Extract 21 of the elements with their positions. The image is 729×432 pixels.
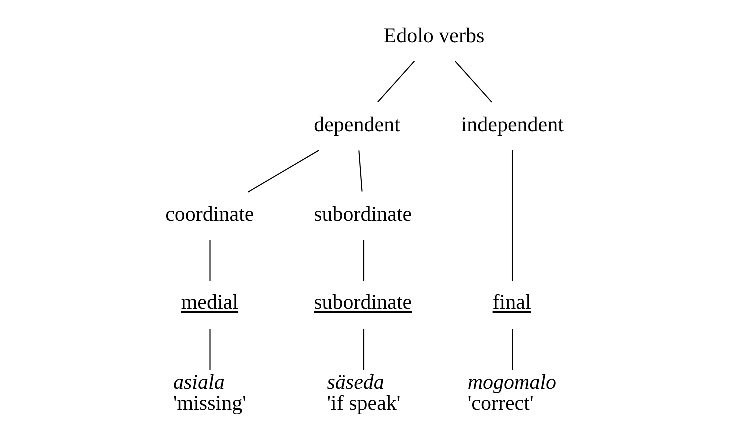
connector — [358, 150, 362, 192]
connector — [209, 329, 210, 370]
connector — [363, 329, 364, 370]
connector — [377, 61, 414, 103]
node-text: asiala 'missing' — [172, 370, 246, 416]
node-text: coordinate — [165, 202, 254, 226]
connector — [512, 150, 513, 282]
node-text: medial — [180, 290, 238, 314]
node-text: subordinate — [314, 202, 412, 226]
connector — [512, 329, 513, 370]
connector — [248, 150, 319, 193]
node-text: independent — [460, 112, 564, 137]
node-text: dependent — [314, 112, 400, 137]
connector — [454, 61, 492, 103]
node-text: mogomalo 'correct' — [467, 370, 556, 416]
node-text: subordinate — [314, 290, 412, 314]
node-text: säseda 'if speak' — [326, 370, 400, 416]
node-text: final — [492, 290, 531, 314]
connector — [363, 240, 364, 282]
node-text: Edolo verbs — [383, 23, 484, 48]
connector — [209, 240, 210, 282]
